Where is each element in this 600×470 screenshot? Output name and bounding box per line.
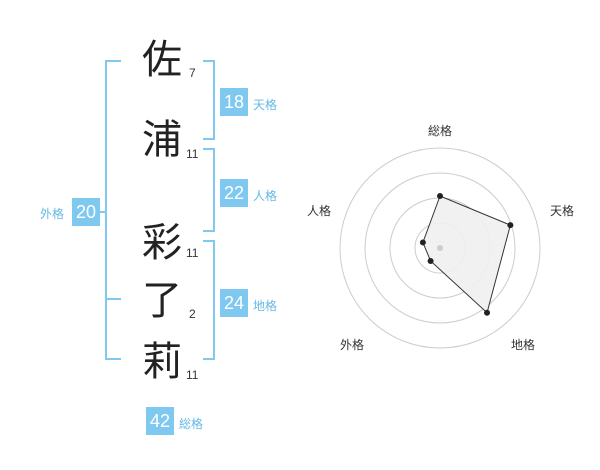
- tenkaku-bracket-bottom: [203, 138, 215, 140]
- name-char-2: 浦: [142, 117, 182, 163]
- gaikaku-bracket-top: [105, 60, 121, 62]
- tenkaku-bracket-top: [203, 60, 215, 62]
- radar-point-3: [484, 309, 491, 316]
- gaikaku-bracket-bottom: [105, 358, 121, 360]
- stroke-count-4: 2: [189, 307, 196, 321]
- stroke-count-1: 7: [189, 66, 196, 80]
- radar-point-2: [507, 222, 514, 229]
- chikaku-label: 地格: [253, 299, 278, 313]
- radar-label-gaikaku: 外格: [340, 338, 365, 352]
- radar-point-5: [419, 239, 426, 246]
- gaikaku-bracket-mid: [105, 298, 121, 300]
- stroke-count-2: 11: [186, 147, 199, 161]
- radar-center-dot: [437, 245, 443, 251]
- stroke-count-3: 11: [186, 246, 199, 260]
- gaikaku-bracket-stub: [99, 211, 105, 213]
- tenkaku-label: 天格: [253, 98, 278, 112]
- gaikaku-badge: 20: [72, 198, 100, 226]
- name-char-4: 了: [142, 278, 182, 324]
- radar-polygon: [422, 195, 511, 314]
- tenkaku-bracket-vertical: [213, 60, 215, 140]
- radar-point-1: [437, 193, 443, 199]
- chikaku-bracket-bottom: [203, 358, 215, 360]
- chikaku-badge: 24: [220, 289, 248, 317]
- tenkaku-badge: 18: [220, 88, 248, 116]
- jinkaku-bracket-bottom: [203, 230, 215, 232]
- jinkaku-bracket-top: [203, 148, 215, 150]
- radar-label-chikaku: 地格: [511, 338, 536, 352]
- stroke-count-5: 11: [186, 368, 199, 382]
- radar-ring-3: [364, 172, 516, 324]
- jinkaku-badge: 22: [220, 179, 248, 207]
- soukaku-label: 総格: [179, 417, 204, 431]
- radar-label-tenkaku: 天格: [550, 204, 575, 218]
- chikaku-bracket-top: [203, 240, 215, 242]
- name-char-3: 彩: [142, 220, 182, 266]
- chikaku-bracket-vertical: [213, 240, 215, 360]
- gaikaku-bracket-vertical: [105, 60, 107, 360]
- jinkaku-bracket-vertical: [213, 148, 215, 232]
- radar-label-soukaku: 総格: [428, 124, 453, 138]
- radar-point-4: [427, 257, 434, 264]
- gaikaku-label: 外格: [40, 207, 65, 221]
- soukaku-badge: 42: [146, 407, 174, 435]
- radar-ring-4: [339, 147, 541, 349]
- radar-label-jinkaku: 人格: [307, 204, 332, 218]
- name-char-5: 莉: [142, 339, 182, 385]
- jinkaku-label: 人格: [253, 189, 278, 203]
- name-char-1: 佐: [142, 37, 182, 83]
